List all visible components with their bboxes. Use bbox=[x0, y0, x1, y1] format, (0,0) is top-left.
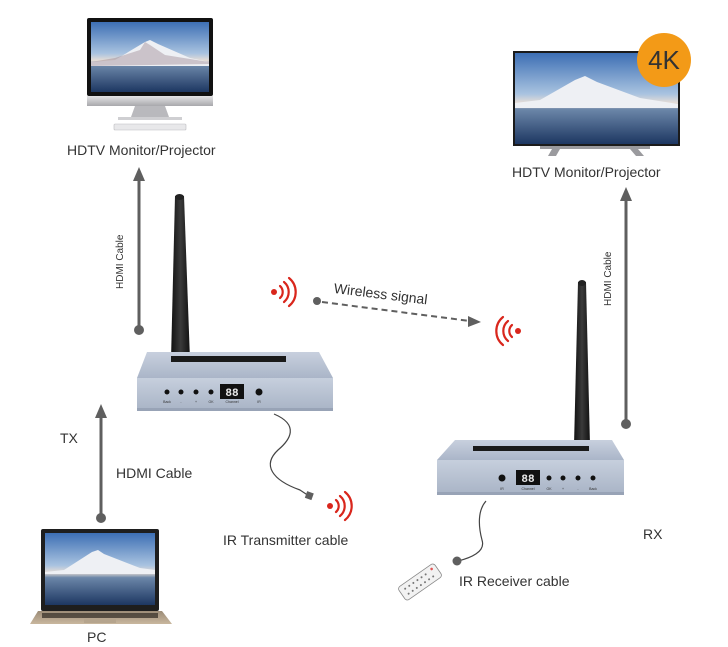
signal-receive-icon bbox=[495, 315, 521, 347]
signal-emit-icon bbox=[271, 276, 297, 308]
hdmi-arrow-rx-to-tv bbox=[620, 187, 632, 429]
hdmi-cable-tx-out-label: HDMI Cable bbox=[115, 234, 126, 289]
remote-control-icon bbox=[398, 563, 442, 601]
tx-display-label: Channel bbox=[225, 400, 238, 404]
ir-receiver-cable bbox=[457, 500, 487, 562]
pc-label: PC bbox=[87, 629, 107, 645]
tx-display: 88 bbox=[225, 388, 239, 400]
rx-display: 88 bbox=[521, 474, 535, 486]
hdmi-cable-rx-out-label: HDMI Cable bbox=[603, 251, 614, 306]
rx-label: RX bbox=[643, 526, 663, 542]
wireless-signal-arrow bbox=[313, 297, 481, 327]
ir-receiver-head bbox=[452, 556, 462, 566]
ir-emit-icon bbox=[327, 490, 353, 522]
tx-btn-label: - bbox=[180, 400, 182, 404]
4k-badge: 4K bbox=[637, 33, 691, 87]
pc-laptop-icon bbox=[30, 529, 172, 624]
rx-ir-label: IR bbox=[500, 487, 504, 491]
hdmi-arrow-tx-to-monitor bbox=[133, 167, 145, 335]
rx-btn-label: OK bbox=[546, 487, 552, 491]
rx-btn-label: Back bbox=[589, 487, 597, 491]
tx-btn-label: + bbox=[195, 400, 197, 404]
receiver-device bbox=[437, 280, 624, 495]
tx-display-text: 88 bbox=[225, 388, 239, 400]
tx-label: TX bbox=[60, 430, 78, 446]
ir-transmitter-cable bbox=[269, 413, 310, 497]
tx-btn-label: Back bbox=[163, 400, 171, 404]
ir-transmitter-head bbox=[304, 491, 314, 501]
rx-btn-label: + bbox=[562, 487, 564, 491]
rx-btn-label: - bbox=[577, 487, 579, 491]
ir-receiver-label: IR Receiver cable bbox=[459, 573, 570, 589]
tx-monitor-icon bbox=[87, 18, 213, 131]
transmitter-device bbox=[137, 194, 333, 411]
tx-btn-label: OK bbox=[208, 400, 214, 404]
rx-antenna bbox=[574, 282, 590, 446]
hdmi-cable-pc-label: HDMI Cable bbox=[116, 465, 193, 481]
rx-display-text: 88 bbox=[521, 474, 535, 486]
rx-display-label: Channel bbox=[521, 487, 534, 491]
tx-monitor-label: HDTV Monitor/Projector bbox=[67, 142, 216, 158]
hdmi-arrow-pc-to-tx bbox=[95, 404, 107, 523]
ir-transmitter-label: IR Transmitter cable bbox=[223, 532, 349, 548]
tx-antenna bbox=[171, 196, 190, 360]
rx-monitor-label: HDTV Monitor/Projector bbox=[512, 164, 661, 180]
tx-ir-label: IR bbox=[257, 400, 261, 404]
